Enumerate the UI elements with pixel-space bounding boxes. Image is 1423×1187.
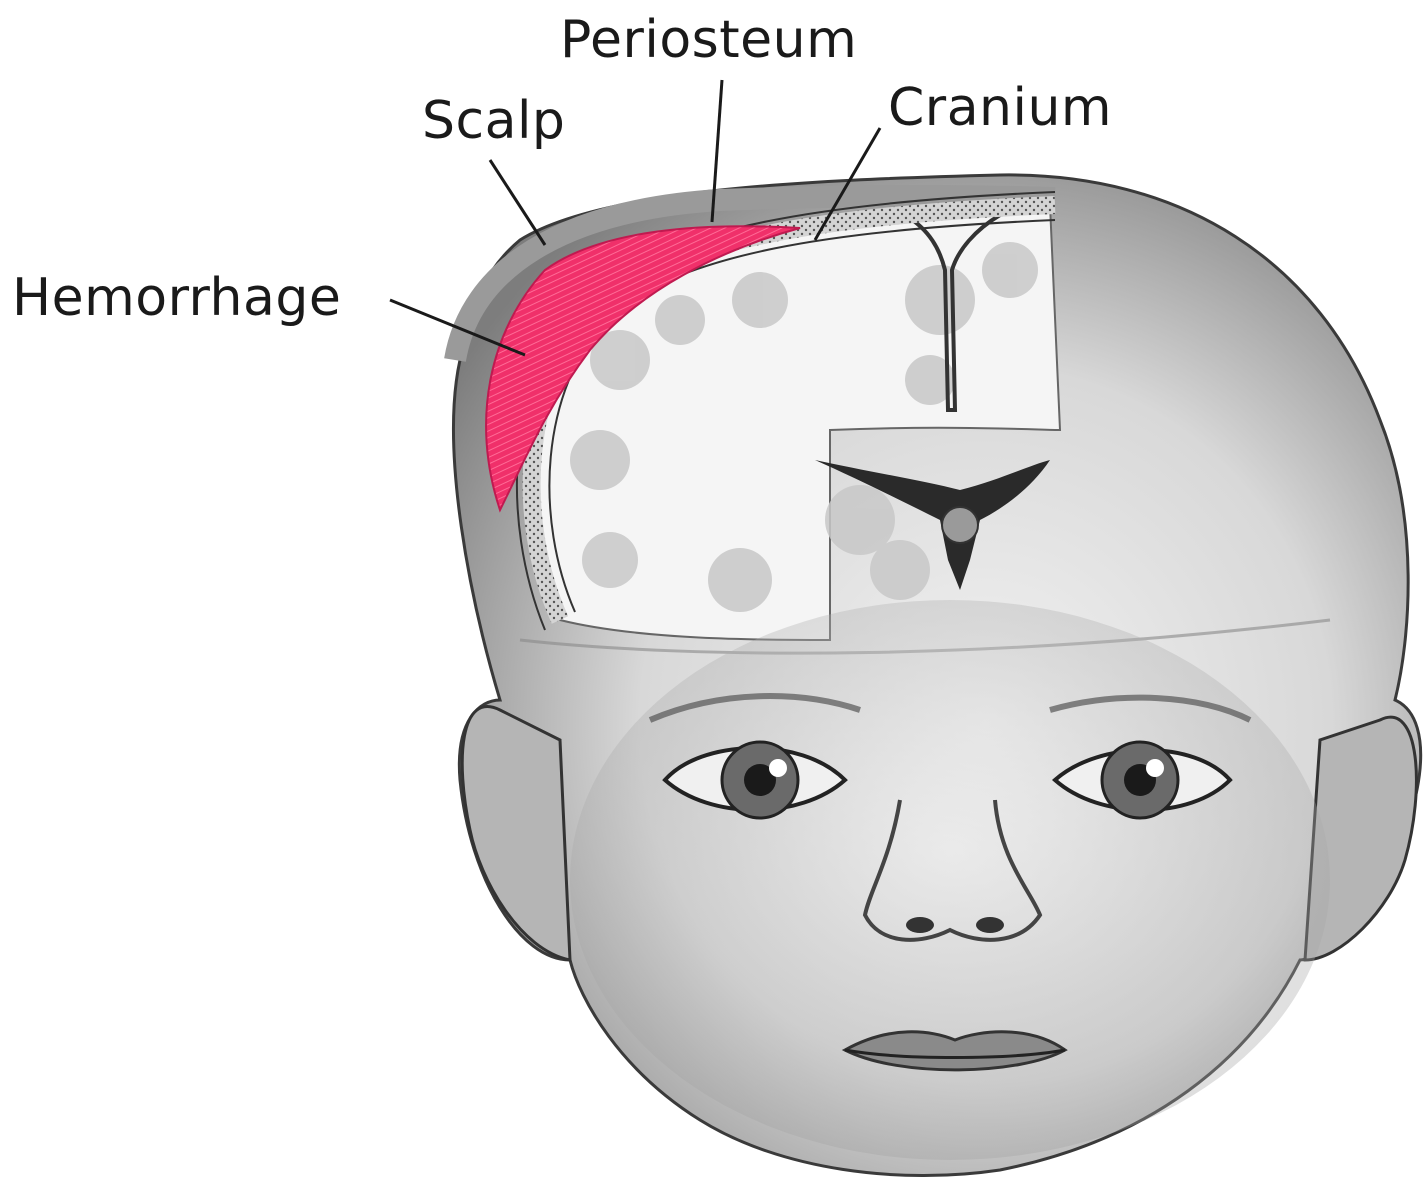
label-periosteum: Periosteum	[560, 14, 857, 66]
label-cranium: Cranium	[888, 82, 1112, 134]
label-scalp: Scalp	[422, 95, 565, 147]
left-ear	[462, 707, 570, 960]
label-hemorrhage: Hemorrhage	[12, 272, 341, 324]
scalp-leader	[490, 160, 545, 245]
